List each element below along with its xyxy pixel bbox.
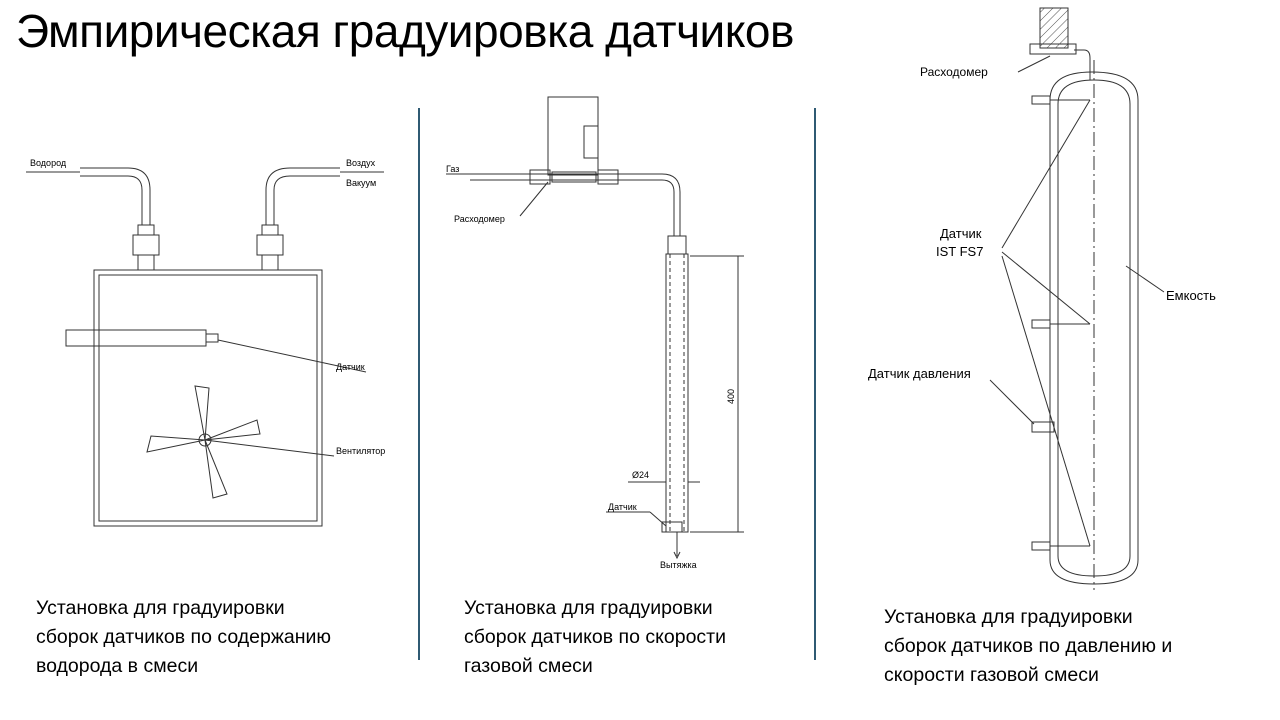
label-fan: Вентилятор bbox=[336, 446, 385, 456]
label-hydrogen: Водород bbox=[30, 158, 67, 168]
hydrogen-pipe bbox=[80, 167, 151, 225]
label-sensor: Датчик bbox=[336, 362, 365, 372]
column-divider-right bbox=[814, 108, 816, 660]
column-divider-left bbox=[418, 108, 420, 660]
vessel bbox=[1049, 71, 1139, 585]
label-sensor-line2: IST FS7 bbox=[936, 244, 983, 259]
label-gas: Газ bbox=[446, 164, 459, 174]
label-pressure-sensor: Датчик давления bbox=[868, 366, 971, 381]
label-diameter: Ø24 bbox=[632, 470, 649, 480]
top-support bbox=[1039, 7, 1069, 49]
label-air: Воздух bbox=[346, 158, 376, 168]
fan bbox=[146, 385, 261, 499]
label-vacuum: Вакуум bbox=[346, 178, 376, 188]
hydrogen-setup-diagram: Водород Воздух Вакуум Датчик Вентилятор bbox=[26, 158, 385, 527]
label-exhaust: Вытяжка bbox=[660, 560, 697, 570]
label-sensor: Датчик bbox=[608, 502, 637, 512]
caption-pressure-velocity-setup: Установка для градуировки сборок датчико… bbox=[884, 606, 1173, 686]
air-vacuum-pipe bbox=[265, 167, 340, 225]
label-sensor-line1: Датчик bbox=[940, 226, 982, 241]
slide-title: Эмпирическая градуировка датчиков bbox=[16, 5, 794, 57]
caption-gas-velocity-setup: Установка для градуировки сборок датчико… bbox=[464, 597, 726, 677]
label-flowmeter: Расходомер bbox=[454, 214, 505, 224]
gas-velocity-diagram: Газ Расходомер 400 Ø24 Датчик Вытяжка bbox=[446, 96, 744, 570]
caption-hydrogen-setup: Установка для градуировки сборок датчико… bbox=[36, 597, 332, 677]
pressure-sensor bbox=[1031, 421, 1055, 433]
pressure-velocity-diagram: Расходомер Датчик IST FS7 Емкость Датчик… bbox=[868, 7, 1216, 590]
chamber-box bbox=[93, 269, 323, 527]
label-flowmeter: Расходомер bbox=[920, 65, 988, 79]
label-length: 400 bbox=[726, 389, 736, 404]
label-vessel: Емкость bbox=[1166, 288, 1216, 303]
